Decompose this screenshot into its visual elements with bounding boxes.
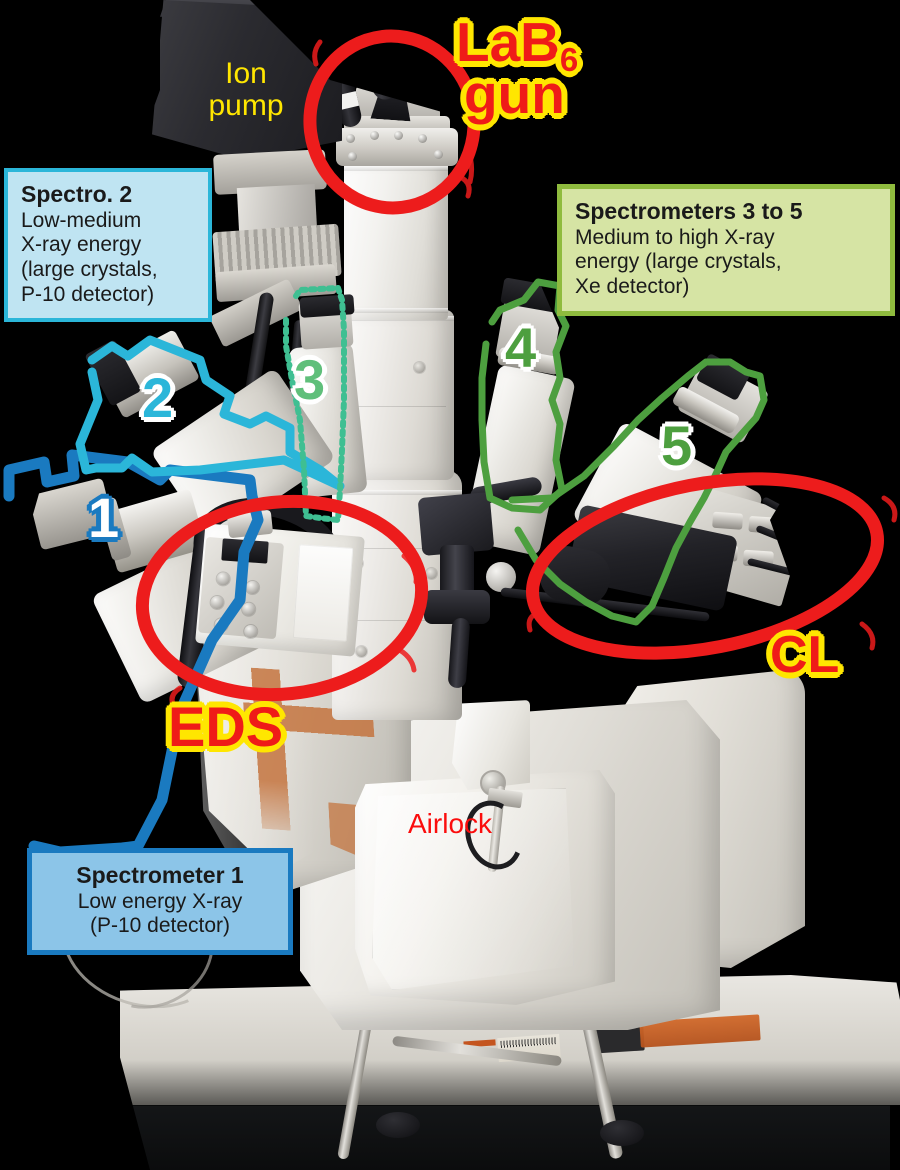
spectrometer-number-5: 5: [661, 414, 693, 477]
callout-spectrometer-2-body: Low-medium X-ray energy (large crystals,…: [21, 208, 158, 306]
base-shadow: [120, 1060, 900, 1106]
lab6-gun-label-line2: gun: [464, 63, 565, 126]
spectrometer-number-4: 4: [505, 316, 537, 379]
callout-spectrometers-3-to-5-title: Spectrometers 3 to 5: [575, 198, 803, 224]
caster-left: [376, 1112, 420, 1138]
callout-spectrometer-1-title: Spectrometer 1: [76, 862, 244, 888]
lab6-gun-subscript: 6: [559, 41, 579, 78]
callout-spectrometer-1-body: Low energy X-ray (P-10 detector): [77, 889, 243, 938]
callout-spectrometer-2-title: Spectro. 2: [21, 181, 133, 207]
airlock-label: Airlock: [408, 808, 493, 839]
spectrometer-number-2: 2: [142, 366, 174, 429]
ion-pump-label: Ion pump: [208, 57, 284, 123]
cl-label: CL: [770, 626, 840, 684]
callout-spectrometer-2: Spectro. 2 Low-medium X-ray energy (larg…: [4, 168, 212, 323]
caster-right: [600, 1120, 644, 1146]
lab6-gun-label: LaB6 gun: [456, 14, 578, 122]
callout-spectrometer-1: Spectrometer 1 Low energy X-ray (P-10 de…: [27, 848, 293, 956]
eds-label: EDS: [168, 695, 284, 758]
lab6-gun-label-line1: LaB: [456, 11, 560, 73]
callout-spectrometers-3-to-5-body: Medium to high X-ray energy (large cryst…: [575, 225, 782, 299]
callout-spectrometers-3-to-5: Spectrometers 3 to 5 Medium to high X-ra…: [557, 184, 895, 316]
spectrometer-number-1: 1: [88, 486, 120, 549]
spectrometer-number-3: 3: [294, 348, 326, 411]
